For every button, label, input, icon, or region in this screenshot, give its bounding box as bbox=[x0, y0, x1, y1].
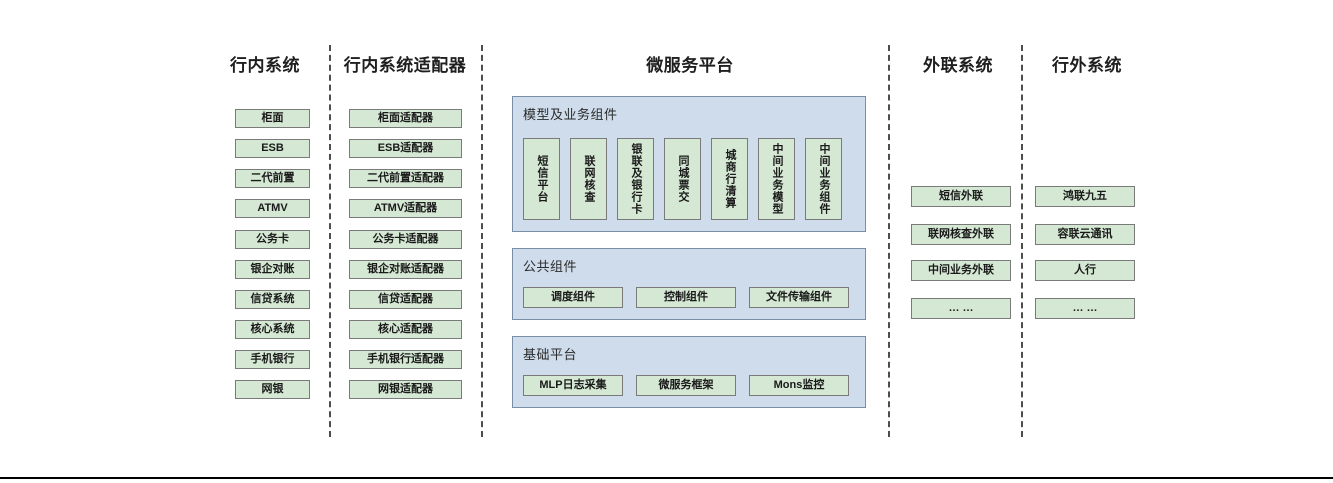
list-item[interactable]: 手机银行适配器 bbox=[349, 350, 462, 369]
panel-base-platform: 基础平台 bbox=[512, 336, 866, 408]
list-item[interactable]: 中间业务外联 bbox=[911, 260, 1011, 281]
panel-title-model-business: 模型及业务组件 bbox=[523, 107, 618, 122]
list-item[interactable]: … … bbox=[1035, 298, 1135, 319]
column-divider-1 bbox=[329, 45, 331, 437]
list-item[interactable]: 柜面 bbox=[235, 109, 310, 128]
list-item[interactable]: 公务卡适配器 bbox=[349, 230, 462, 249]
list-item[interactable]: 二代前置适配器 bbox=[349, 169, 462, 188]
list-item[interactable]: 同城票交 bbox=[664, 138, 701, 220]
column-title-outbank: 行外系统 bbox=[1052, 56, 1122, 75]
list-item[interactable]: 容联云通讯 bbox=[1035, 224, 1135, 245]
list-item[interactable]: 柜面适配器 bbox=[349, 109, 462, 128]
panel-title-public-components: 公共组件 bbox=[523, 259, 578, 274]
column-title-external-link: 外联系统 bbox=[923, 56, 993, 75]
list-item[interactable]: 手机银行 bbox=[235, 350, 310, 369]
list-item[interactable]: MLP日志采集 bbox=[523, 375, 623, 396]
list-item[interactable]: … … bbox=[911, 298, 1011, 319]
list-item[interactable]: ESB bbox=[235, 139, 310, 158]
list-item[interactable]: 微服务框架 bbox=[636, 375, 736, 396]
list-item[interactable]: 文件传输组件 bbox=[749, 287, 849, 308]
column-title-platform: 微服务平台 bbox=[646, 56, 734, 75]
list-item[interactable]: Mons监控 bbox=[749, 375, 849, 396]
list-item[interactable]: 中间业务模型 bbox=[758, 138, 795, 220]
list-item[interactable]: 人行 bbox=[1035, 260, 1135, 281]
list-item[interactable]: 信贷系统 bbox=[235, 290, 310, 309]
list-item[interactable]: 核心适配器 bbox=[349, 320, 462, 339]
bottom-divider bbox=[0, 477, 1333, 479]
column-title-inbank: 行内系统 bbox=[230, 56, 300, 75]
list-item[interactable]: 二代前置 bbox=[235, 169, 310, 188]
column-title-inbank-adapter: 行内系统适配器 bbox=[343, 56, 467, 75]
column-divider-2 bbox=[481, 45, 483, 437]
list-item[interactable]: 中间业务组件 bbox=[805, 138, 842, 220]
list-item[interactable]: 网银适配器 bbox=[349, 380, 462, 399]
list-item[interactable]: ATMV bbox=[235, 199, 310, 218]
panel-title-base-platform: 基础平台 bbox=[523, 347, 578, 362]
list-item[interactable]: 网银 bbox=[235, 380, 310, 399]
list-item[interactable]: 核心系统 bbox=[235, 320, 310, 339]
list-item[interactable]: 信贷适配器 bbox=[349, 290, 462, 309]
list-item[interactable]: 公务卡 bbox=[235, 230, 310, 249]
list-item[interactable]: ESB适配器 bbox=[349, 139, 462, 158]
column-divider-4 bbox=[1021, 45, 1023, 437]
panel-public-components: 公共组件 bbox=[512, 248, 866, 320]
list-item[interactable]: 银联及银行卡 bbox=[617, 138, 654, 220]
list-item[interactable]: 银企对账适配器 bbox=[349, 260, 462, 279]
list-item[interactable]: 短信外联 bbox=[911, 186, 1011, 207]
list-item[interactable]: 调度组件 bbox=[523, 287, 623, 308]
list-item[interactable]: 联网核查外联 bbox=[911, 224, 1011, 245]
list-item[interactable]: 鸿联九五 bbox=[1035, 186, 1135, 207]
list-item[interactable]: 城商行清算 bbox=[711, 138, 748, 220]
list-item[interactable]: 短信平台 bbox=[523, 138, 560, 220]
list-item[interactable]: 银企对账 bbox=[235, 260, 310, 279]
list-item[interactable]: ATMV适配器 bbox=[349, 199, 462, 218]
column-divider-3 bbox=[888, 45, 890, 437]
list-item[interactable]: 联网核查 bbox=[570, 138, 607, 220]
list-item[interactable]: 控制组件 bbox=[636, 287, 736, 308]
